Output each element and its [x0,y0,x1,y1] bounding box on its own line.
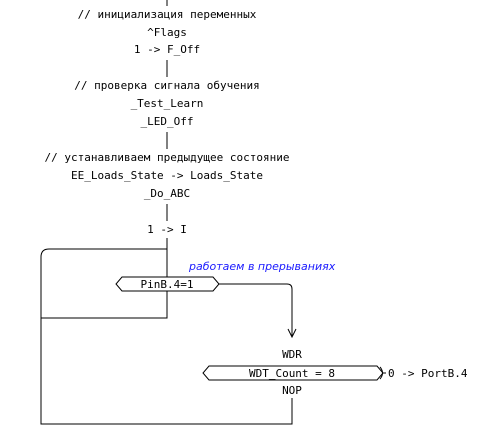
outer-loop-line [40,248,293,425]
condition-pinb-box [115,276,220,292]
branch-pinb-wdr [219,283,293,336]
assign-portb: 0 -> PortB.4 [388,367,468,380]
comment-init: // инициализация переменных [78,8,257,21]
assign-i: 1 -> I [147,223,187,236]
label-nop: NOP [282,384,302,397]
label-flags: ^Flags [147,26,187,39]
comment-check: // проверка сигнала обучения [74,79,259,92]
assign-flags: 1 -> F_Off [134,43,200,56]
condition-wdt: WDT_Count = 8 [249,367,335,380]
comment-restore: // устанавливаем предыдущее состояние [44,151,289,164]
branch-wdt-portb [379,366,386,380]
label-wdr: WDR [282,348,302,361]
condition-pinb: PinB.4=1 [141,278,194,291]
call-test-learn: _Test_Learn [131,97,204,110]
arrow-head-wdr [287,328,297,339]
call-led-off: _LED_Off [141,115,194,128]
assign-loads: EE_Loads_State -> Loads_State [71,169,263,182]
comment-interrupts: работаем в прерываниях [188,260,336,273]
call-do-abc: _Do_ABC [144,187,190,200]
condition-wdt-box [202,365,384,381]
